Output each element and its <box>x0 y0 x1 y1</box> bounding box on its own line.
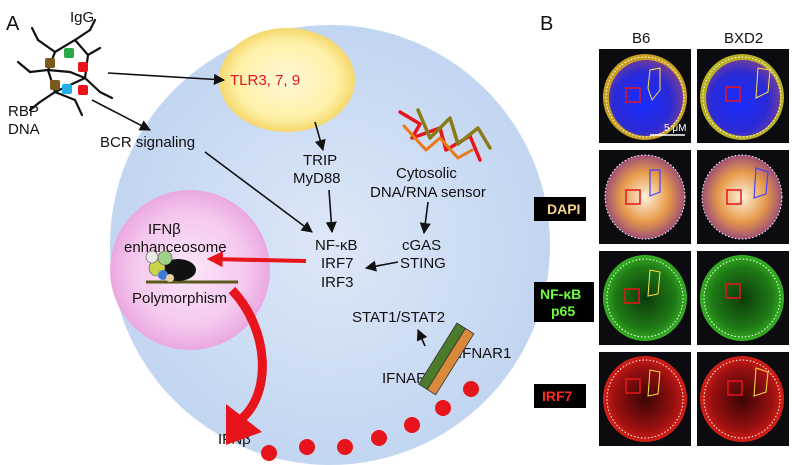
panel-a-letter: A <box>6 13 20 35</box>
rbp-label: RBP <box>8 103 39 120</box>
micrograph-b6-nfkb <box>599 251 691 345</box>
enhanceosome-complex-icon <box>145 250 238 284</box>
micrograph-b6-irf7 <box>599 352 691 446</box>
secretion-arrow <box>226 286 267 445</box>
micrograph-bxd2-nfkb <box>697 251 789 345</box>
scale-bar-label: 5 μM <box>664 123 686 134</box>
micrograph-b6-merge: 5 μM <box>599 49 691 143</box>
sting-label: STING <box>400 255 446 272</box>
row-label-nfkb: NF-κB p65 <box>534 282 594 322</box>
nucleic-acid-icon <box>398 108 492 162</box>
tlr-label: TLR3, 7, 9 <box>230 72 300 89</box>
dna-label: DNA <box>8 121 40 138</box>
endosome-vesicle <box>219 28 355 132</box>
stat-label: STAT1/STAT2 <box>352 309 445 326</box>
cytosolic-label: Cytosolic <box>396 165 457 182</box>
svg-text:IRF7: IRF7 <box>542 388 573 404</box>
rbp-dots <box>45 48 88 95</box>
ifnb-nucleus-label: IFNβ <box>148 221 181 238</box>
irf7-label: IRF7 <box>321 255 354 272</box>
transcription-arrow <box>206 251 307 268</box>
svg-text:DAPI: DAPI <box>547 201 580 217</box>
row-label-irf7: IRF7 <box>534 384 586 408</box>
ifnar1-label: IFNAR1 <box>458 345 511 362</box>
cgas-label: cGAS <box>402 237 441 254</box>
enhanceosome-label: enhanceosome <box>124 239 227 256</box>
bcr-label: BCR signaling <box>100 134 195 151</box>
micrograph-b6-dapi <box>599 150 691 244</box>
nfkb-label: NF-κB <box>315 237 358 254</box>
trip-label: TRIP <box>303 152 337 169</box>
svg-text:p65: p65 <box>551 303 575 319</box>
micrograph-bxd2-merge <box>697 49 789 143</box>
col-bxd2-label: BXD2 <box>724 30 763 47</box>
ifnar-receptor-icon <box>418 322 475 396</box>
myd88-label: MyD88 <box>293 170 341 187</box>
polymorphism-label: Polymorphism <box>132 290 227 307</box>
panel-b-letter: B <box>540 13 553 35</box>
irf3-label: IRF3 <box>321 274 354 291</box>
micrograph-bxd2-dapi <box>697 150 789 244</box>
svg-text:NF-κB: NF-κB <box>540 286 581 302</box>
ifnb-molecules <box>261 381 479 461</box>
sensor-label: DNA/RNA sensor <box>370 184 486 201</box>
micrograph-bxd2-irf7 <box>697 352 789 446</box>
col-b6-label: B6 <box>632 30 650 47</box>
immune-complex-icon <box>16 18 114 117</box>
pathway-arrows <box>91 72 431 347</box>
igg-label: IgG <box>70 9 94 26</box>
row-label-dapi: DAPI <box>534 197 586 221</box>
